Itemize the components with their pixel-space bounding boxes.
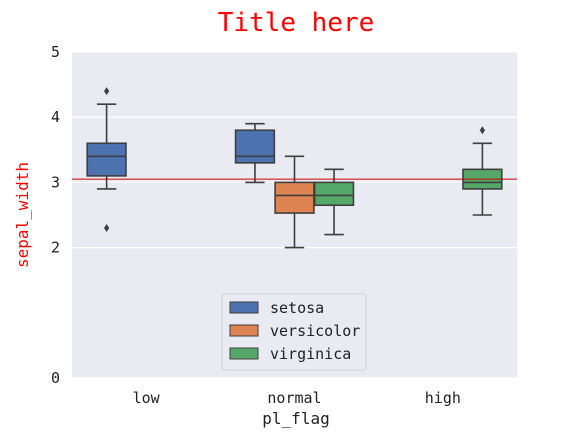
box-body [274,181,315,214]
legend-label: virginica [270,345,351,363]
legend: setosa versicolor virginica [221,293,367,371]
x-tick-label: normal [267,389,321,407]
legend-label: setosa [270,299,324,317]
outlier-point [479,126,485,135]
y-tick-label: 3 [51,173,60,191]
box-setosa-normal [234,122,276,184]
legend-label: versicolor [270,322,360,340]
y-tick-label: 4 [51,108,60,126]
legend-swatch [229,301,259,314]
box-body [86,142,127,177]
y-tick-labels: 0 2 3 4 5 [51,43,60,387]
legend-swatch [229,324,259,337]
y-tick-label: 2 [51,239,60,257]
boxes [86,87,503,249]
chart-title: Title here [218,8,375,38]
x-axis-label: pl_flag [262,409,329,428]
outlier-point [104,224,110,233]
legend-swatch [229,347,259,360]
y-tick-label: 0 [51,369,60,387]
x-tick-label: low [133,389,161,407]
box-setosa-low [86,87,127,233]
x-tick-labels: low normal high [133,389,461,407]
box-body [234,129,276,164]
outlier-point [104,87,110,96]
x-tick-label: high [425,389,461,407]
y-axis-label: sepal_width [13,162,32,268]
box-body [313,181,355,207]
box-virginica-normal [313,168,355,236]
box-versicolor-normal [274,155,315,249]
y-tick-label: 5 [51,43,60,61]
